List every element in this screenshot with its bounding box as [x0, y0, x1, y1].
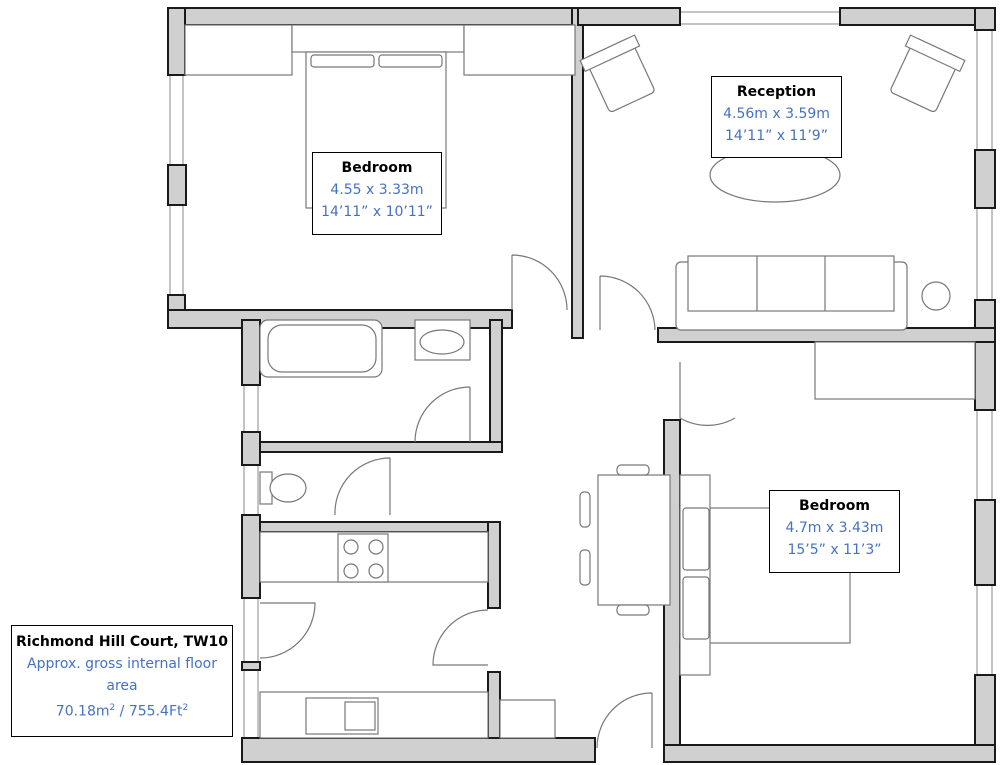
- bedroom2-label: Bedroom 4.7m x 3.43m 15’5” x 11’3”: [769, 490, 900, 573]
- room-metric: 4.56m x 3.59m: [723, 106, 830, 122]
- room-name: Reception: [736, 84, 817, 100]
- separator: /: [115, 703, 129, 720]
- sup: 2: [109, 703, 116, 713]
- sup: 2: [182, 703, 189, 713]
- furniture: [184, 24, 976, 749]
- room-name: Bedroom: [799, 498, 870, 514]
- room-imperial: 14’11” x 10’11”: [321, 204, 433, 220]
- room-metric: 4.7m x 3.43m: [785, 520, 884, 536]
- area-imperial: 755.4Ft: [128, 703, 183, 720]
- area-value: 70.18m2 / 755.4Ft2: [12, 697, 232, 723]
- area-metric: 70.18m: [55, 703, 110, 720]
- bedroom1-label: Bedroom 4.55 x 3.33m 14’11” x 10’11”: [312, 152, 442, 235]
- room-imperial: 14’11” x 11’9”: [725, 128, 828, 144]
- room-imperial: 15’5” x 11’3”: [787, 542, 882, 558]
- room-name: Bedroom: [341, 160, 413, 176]
- property-info-box: Richmond Hill Court, TW10 Approx. gross …: [11, 625, 233, 737]
- area-label-cont: area: [106, 678, 138, 694]
- walls: [167, 7, 996, 763]
- property-title: Richmond Hill Court, TW10: [15, 634, 229, 650]
- room-metric: 4.55 x 3.33m: [330, 182, 424, 198]
- area-label: Approx. gross internal floor: [27, 656, 217, 672]
- reception-label: Reception 4.56m x 3.59m 14’11” x 11’9”: [711, 76, 842, 158]
